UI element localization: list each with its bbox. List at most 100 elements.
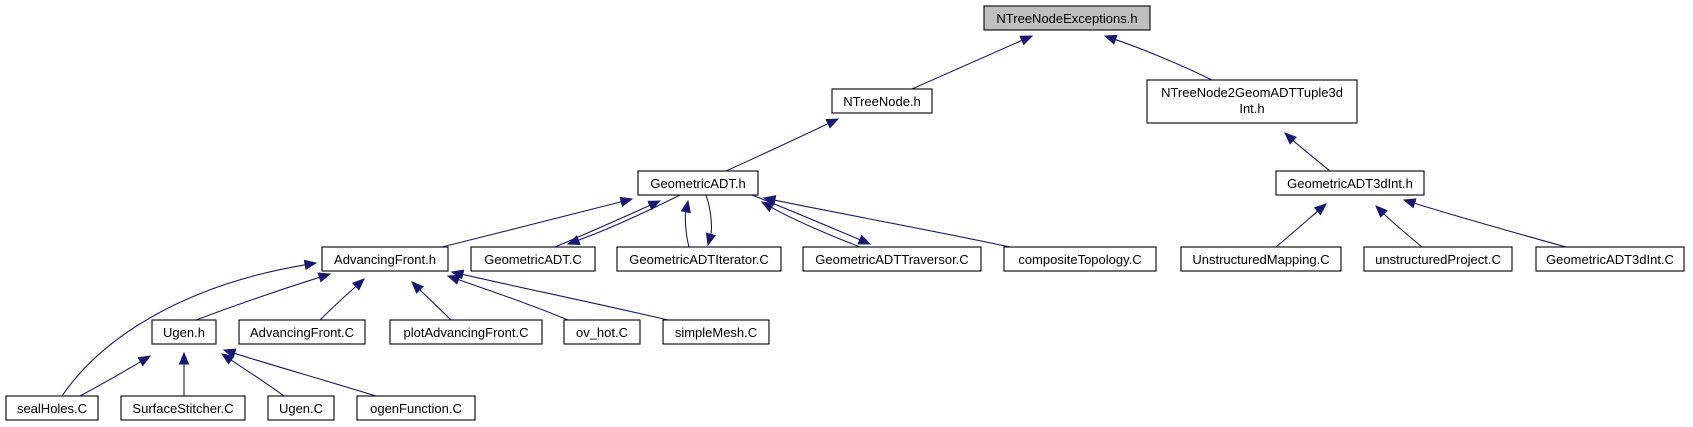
node-simplemesh-c[interactable]: simpleMesh.C: [662, 319, 770, 345]
node-ntreenode-h[interactable]: NTreeNode.h: [831, 88, 933, 114]
arrowhead: [1375, 205, 1388, 218]
edge-umap-to-g3d: [1275, 203, 1328, 248]
node-geometricadtiterator-c[interactable]: GeometricADTIterator.C: [616, 246, 782, 272]
edge-line: [458, 279, 569, 321]
node-compositetopology-c[interactable]: compositeTopology.C: [1003, 246, 1157, 272]
node-advancingfront-h[interactable]: AdvancingFront.h: [321, 246, 449, 272]
edge-tuple-to-exc: [1103, 34, 1213, 81]
arrowhead: [1284, 132, 1298, 145]
node-ugen-c[interactable]: Ugen.C: [267, 395, 335, 421]
edge-line: [462, 273, 669, 321]
edge-trav-to-gadt: [760, 201, 861, 248]
node-geometricadt3dint-h[interactable]: GeometricADT3dInt.h: [1275, 170, 1425, 196]
arrowhead: [222, 348, 237, 359]
edge-line: [234, 352, 377, 397]
node-label: GeometricADT.C: [484, 252, 582, 267]
edge-line: [441, 201, 622, 248]
arrowhead: [1019, 35, 1034, 46]
edge-surf-to-ugen: [178, 351, 190, 396]
node-label: SurfaceStitcher.C: [132, 401, 233, 416]
node-label: NTreeNodeExceptions.h: [996, 11, 1137, 26]
node-ugen-h[interactable]: Ugen.h: [151, 319, 217, 345]
edges-layer: [61, 34, 1567, 397]
edge-uproj-to-g3d: [1375, 205, 1423, 248]
arrowhead: [303, 259, 318, 271]
arrowhead: [1402, 198, 1417, 209]
edge-gadt-to-gadtc: [566, 194, 681, 245]
node-geometricadt-h[interactable]: GeometricADT.h: [637, 170, 759, 196]
edge-ugen-to-af: [195, 272, 332, 321]
node-geometricadttraversor-c[interactable]: GeometricADTTraversor.C: [802, 246, 982, 272]
edge-line: [684, 211, 690, 248]
edge-simple-to-af: [450, 269, 669, 321]
node-unstructuredproject-c[interactable]: unstructuredProject.C: [1363, 246, 1513, 272]
arrowhead: [760, 201, 775, 213]
arrowhead: [680, 199, 691, 214]
edge-line: [1383, 213, 1423, 248]
edge-line: [725, 123, 829, 172]
node-label-line-2: Int.h: [1239, 101, 1264, 116]
edge-gadt-to-trav: [751, 194, 872, 245]
edge-afc-to-af: [319, 278, 365, 321]
node-label: plotAdvancingFront.C: [403, 325, 528, 340]
edge-line: [1115, 39, 1213, 81]
edge-line: [1292, 140, 1331, 172]
edge-line: [751, 194, 861, 241]
arrowhead: [446, 274, 461, 285]
nodes-layer: NTreeNodeExceptions.h NTreeNode.h NTreeN…: [5, 5, 1685, 421]
node-geometricadt3dint-c[interactable]: GeometricADT3dInt.C: [1535, 246, 1685, 272]
edge-seal-to-af: [61, 259, 318, 397]
node-label: GeometricADT3dInt.C: [1546, 252, 1674, 267]
arrowhead: [450, 269, 465, 280]
edge-line: [554, 204, 651, 248]
edge-comp-to-gadt: [762, 195, 1011, 248]
edge-line: [1414, 202, 1567, 248]
node-label: NTreeNode.h: [843, 94, 921, 109]
arrowhead: [705, 232, 717, 247]
node-geometricadt-c[interactable]: GeometricADT.C: [470, 246, 596, 272]
edge-line: [61, 264, 306, 397]
arrowhead: [566, 235, 581, 245]
arrowhead: [220, 353, 235, 365]
edge-line: [774, 199, 1011, 248]
node-label: sealHoles.C: [17, 401, 87, 416]
edge-line: [230, 359, 285, 397]
arrowhead: [411, 281, 424, 294]
edge-ogen-to-ugen: [222, 348, 377, 397]
node-ov-hot-c[interactable]: ov_hot.C: [563, 319, 641, 345]
node-label: ov_hot.C: [576, 325, 628, 340]
node-ogenfunction-c[interactable]: ogenFunction.C: [356, 395, 476, 421]
node-label-line-1: NTreeNode2GeomADTTuple3d: [1161, 85, 1343, 100]
node-ntreenode2geomadttuple3dint-h[interactable]: NTreeNode2GeomADTTuple3d Int.h: [1146, 79, 1358, 124]
edge-plot-to-af: [411, 281, 452, 321]
edge-ovhot-to-af: [446, 274, 569, 321]
node-label: AdvancingFront.C: [250, 325, 354, 340]
node-label: ogenFunction.C: [370, 401, 462, 416]
node-label: Ugen.C: [279, 401, 323, 416]
node-ntreenodeexceptions-h[interactable]: NTreeNodeExceptions.h: [983, 5, 1151, 31]
node-unstructuredmapping-c[interactable]: UnstructuredMapping.C: [1180, 246, 1342, 272]
arrowhead: [647, 200, 662, 211]
arrowhead: [351, 278, 365, 291]
edge-line: [578, 194, 681, 241]
edge-af-to-gadt: [441, 196, 634, 248]
node-label: compositeTopology.C: [1018, 252, 1141, 267]
arrowhead: [619, 196, 634, 207]
edge-line: [911, 39, 1023, 90]
node-plotadvancingfront-c[interactable]: plotAdvancingFront.C: [389, 319, 543, 345]
node-advancingfront-c[interactable]: AdvancingFront.C: [238, 319, 366, 345]
edge-line: [419, 289, 452, 321]
node-label: AdvancingFront.h: [334, 252, 436, 267]
node-label: simpleMesh.C: [675, 325, 757, 340]
edge-seal-to-ugen: [79, 355, 152, 397]
edge-line: [79, 361, 141, 397]
arrowhead: [178, 351, 190, 365]
arrowhead: [317, 272, 332, 283]
edge-line: [705, 194, 712, 235]
node-surfacestitcher-c[interactable]: SurfaceStitcher.C: [120, 395, 246, 421]
node-sealholes-c[interactable]: sealHoles.C: [5, 395, 99, 421]
edge-line: [771, 206, 861, 248]
edge-gadt-to-iter: [705, 194, 717, 247]
